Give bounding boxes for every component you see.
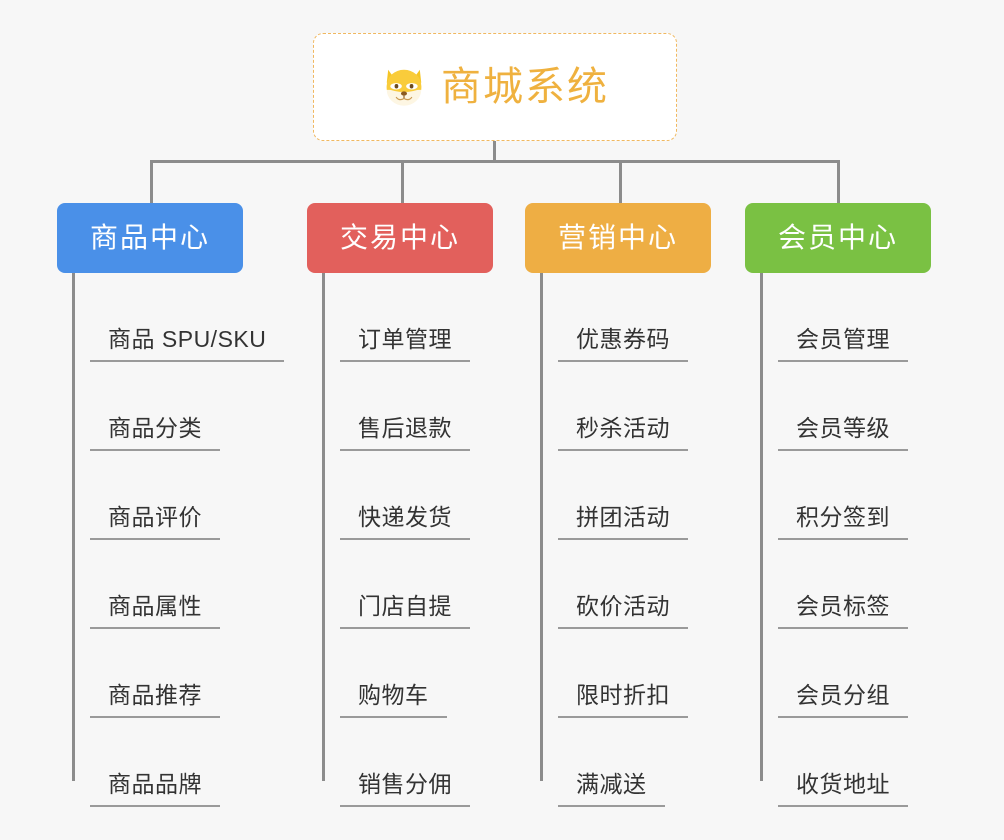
branch-column-会员中心: 会员中心 会员管理 会员等级 积分签到 会员标签 会员分组 收货地址 (745, 203, 931, 807)
connector-horizontal-bus (150, 160, 840, 163)
leaf-label: 会员管理 (796, 325, 890, 352)
leaf-label: 商品属性 (108, 592, 202, 619)
branch-header-2[interactable]: 交易中心 (307, 203, 493, 273)
leaf-label: 优惠券码 (576, 325, 670, 352)
list-item[interactable]: 门店自提 (322, 540, 508, 629)
leaf-label: 收货地址 (796, 770, 890, 797)
branch-header-3[interactable]: 营销中心 (525, 203, 711, 273)
leaf-label: 商品品牌 (108, 770, 202, 797)
list-item[interactable]: 订单管理 (322, 273, 508, 362)
leaf-label: 订单管理 (358, 325, 452, 352)
leaf-label: 拼团活动 (576, 503, 670, 530)
list-item[interactable]: 秒杀活动 (540, 362, 726, 451)
connector-drop-4 (837, 160, 840, 203)
branch-spine-1 (72, 273, 75, 781)
leaf-label: 购物车 (358, 681, 429, 708)
branch-items-3: 优惠券码 秒杀活动 拼团活动 砍价活动 限时折扣 满减送 (540, 273, 726, 807)
leaf-label: 快递发货 (358, 503, 452, 530)
connector-root-stem (493, 141, 496, 163)
leaf-label: 商品分类 (108, 414, 202, 441)
branch-header-label: 会员中心 (777, 222, 898, 253)
list-item[interactable]: 限时折扣 (540, 629, 726, 718)
leaf-label: 商品 SPU/SKU (108, 325, 267, 352)
connector-drop-1 (150, 160, 153, 203)
list-item[interactable]: 商品属性 (72, 540, 258, 629)
root-title: 商城系统 (441, 65, 609, 109)
connector-drop-3 (619, 160, 622, 203)
leaf-label: 会员分组 (796, 681, 890, 708)
list-item[interactable]: 拼团活动 (540, 451, 726, 540)
list-item[interactable]: 会员标签 (760, 540, 946, 629)
leaf-label: 满减送 (576, 770, 647, 797)
leaf-label: 会员标签 (796, 592, 890, 619)
branch-spine-2 (322, 273, 325, 781)
list-item[interactable]: 优惠券码 (540, 273, 726, 362)
list-item[interactable]: 销售分佣 (322, 718, 508, 807)
branch-items-4: 会员管理 会员等级 积分签到 会员标签 会员分组 收货地址 (760, 273, 946, 807)
connector-drop-2 (401, 160, 404, 203)
leaf-label: 限时折扣 (576, 681, 670, 708)
list-item[interactable]: 售后退款 (322, 362, 508, 451)
list-item[interactable]: 会员管理 (760, 273, 946, 362)
list-item[interactable]: 收货地址 (760, 718, 946, 807)
leaf-label: 秒杀活动 (576, 414, 670, 441)
branch-header-1[interactable]: 商品中心 (57, 203, 243, 273)
branch-header-4[interactable]: 会员中心 (745, 203, 931, 273)
list-item[interactable]: 商品推荐 (72, 629, 258, 718)
leaf-label: 商品推荐 (108, 681, 202, 708)
branch-spine-4 (760, 273, 763, 781)
leaf-label: 售后退款 (358, 414, 452, 441)
branch-header-label: 商品中心 (89, 222, 210, 253)
branch-header-label: 营销中心 (557, 222, 678, 253)
list-item[interactable]: 商品分类 (72, 362, 258, 451)
leaf-label: 会员等级 (796, 414, 890, 441)
shiba-inu-face-icon (386, 69, 422, 106)
branch-items-2: 订单管理 售后退款 快递发货 门店自提 购物车 销售分佣 (322, 273, 508, 807)
branch-column-交易中心: 交易中心 订单管理 售后退款 快递发货 门店自提 购物车 销售分佣 (307, 203, 493, 807)
leaf-label: 门店自提 (358, 592, 452, 619)
list-item[interactable]: 会员分组 (760, 629, 946, 718)
list-item[interactable]: 购物车 (322, 629, 508, 718)
list-item[interactable]: 商品品牌 (72, 718, 258, 807)
root-node[interactable]: 商城系统 (313, 33, 677, 141)
branch-column-商品中心: 商品中心 商品 SPU/SKU 商品分类 商品评价 商品属性 商品推荐 商品品牌 (57, 203, 285, 807)
list-item[interactable]: 快递发货 (322, 451, 508, 540)
branch-column-营销中心: 营销中心 优惠券码 秒杀活动 拼团活动 砍价活动 限时折扣 满减送 (525, 203, 711, 807)
list-item[interactable]: 砍价活动 (540, 540, 726, 629)
list-item[interactable]: 满减送 (540, 718, 726, 807)
leaf-label: 销售分佣 (358, 770, 452, 797)
leaf-label: 积分签到 (796, 503, 890, 530)
branch-items-1: 商品 SPU/SKU 商品分类 商品评价 商品属性 商品推荐 商品品牌 (72, 273, 285, 807)
leaf-label: 砍价活动 (576, 592, 670, 619)
list-item[interactable]: 积分签到 (760, 451, 946, 540)
leaf-label: 商品评价 (108, 503, 202, 530)
branch-header-label: 交易中心 (339, 222, 460, 253)
branch-spine-3 (540, 273, 543, 781)
list-item[interactable]: 会员等级 (760, 362, 946, 451)
list-item[interactable]: 商品评价 (72, 451, 258, 540)
list-item[interactable]: 商品 SPU/SKU (72, 273, 285, 362)
